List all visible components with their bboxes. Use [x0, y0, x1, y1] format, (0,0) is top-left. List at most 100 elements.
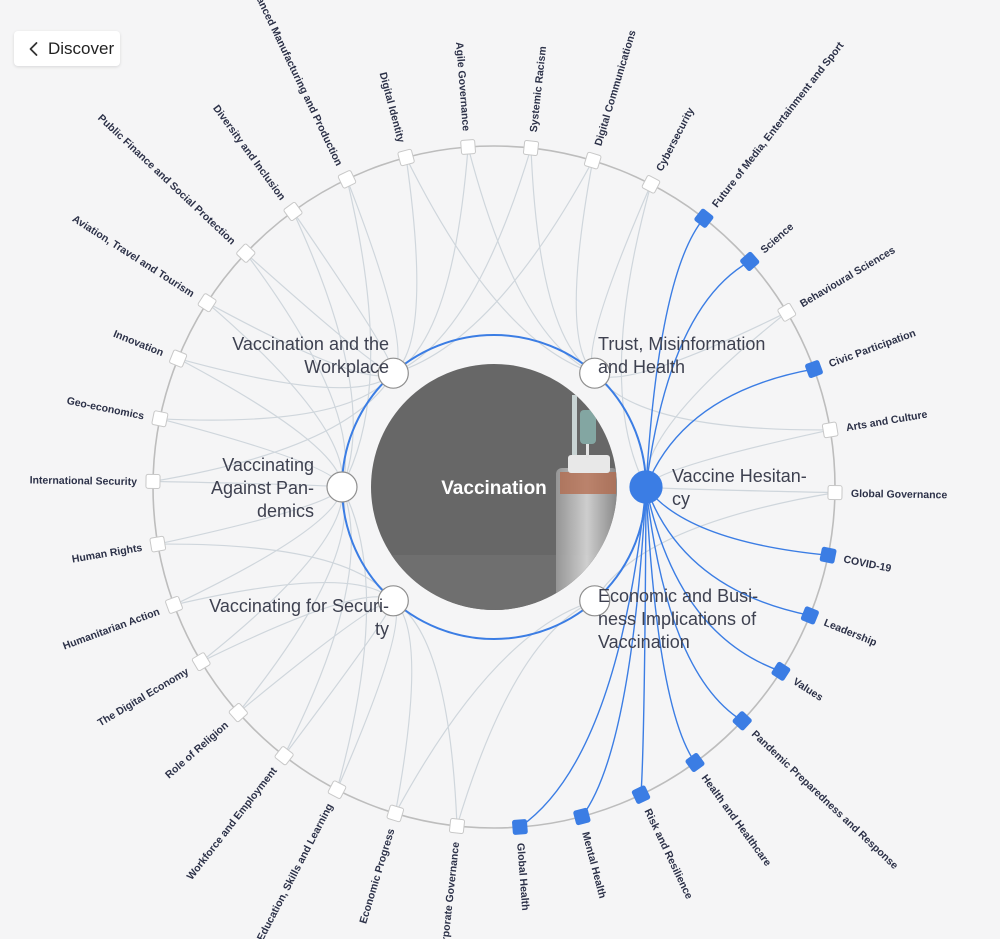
topic-marker[interactable]: [460, 139, 476, 155]
topic-label: Arts and Culture: [845, 409, 928, 435]
topic-node-leadership[interactable]: Leadership: [800, 606, 879, 649]
topic-marker[interactable]: [283, 202, 303, 222]
topic-marker[interactable]: [732, 711, 752, 731]
topic-label: Advanced Manufacturing and Production: [245, 0, 344, 168]
topic-label: International Security: [30, 474, 138, 488]
topic-link: [336, 486, 368, 790]
topic-node-mental-health[interactable]: Mental Health: [573, 807, 608, 900]
topic-marker[interactable]: [777, 302, 797, 322]
active-topic-link: [581, 486, 647, 817]
topic-node-corporate-governance[interactable]: Corporate Governance: [438, 817, 466, 939]
topic-node-the-digital-economy[interactable]: The Digital Economy: [96, 652, 211, 729]
topic-node-aviation-travel-and-tourism[interactable]: Aviation, Travel and Tourism: [70, 213, 217, 313]
topic-node-risk-and-resilience[interactable]: Risk and Resilience: [631, 785, 695, 901]
topic-marker[interactable]: [397, 148, 415, 167]
topic-link: [341, 179, 372, 488]
topic-marker[interactable]: [641, 175, 661, 194]
topic-link: [283, 486, 352, 756]
topic-marker[interactable]: [337, 170, 357, 189]
topic-node-systemic-racism[interactable]: Systemic Racism: [522, 46, 549, 157]
topic-link: [393, 147, 532, 374]
topic-label: Digital Identity: [377, 71, 407, 144]
topic-marker[interactable]: [448, 817, 466, 835]
primary-topic-marker[interactable]: [629, 470, 663, 504]
topic-marker[interactable]: [165, 595, 183, 614]
topic-node-global-health[interactable]: Global Health: [512, 819, 531, 911]
topic-node-cybersecurity[interactable]: Cybersecurity: [641, 105, 697, 194]
topic-node-health-and-healthcare[interactable]: Health and Healthcare: [685, 753, 774, 869]
topic-label: Aviation, Travel and Tourism: [70, 213, 196, 300]
topic-marker[interactable]: [821, 421, 839, 439]
topic-node-digital-communications[interactable]: Digital Communications: [583, 29, 639, 170]
topic-marker[interactable]: [583, 151, 602, 170]
primary-topic-marker[interactable]: [377, 585, 409, 617]
primary-topic-marker[interactable]: [377, 357, 409, 389]
topic-marker[interactable]: [740, 251, 760, 272]
active-topic-link: [645, 368, 815, 488]
topic-node-digital-identity[interactable]: Digital Identity: [377, 71, 415, 167]
active-topic-link: [645, 217, 705, 488]
topic-marker[interactable]: [274, 746, 294, 766]
topic-node-role-of-religion[interactable]: Role of Religion: [163, 703, 248, 781]
topic-node-future-of-media-entertainment-and-sport[interactable]: Future of Media, Entertainment and Sport: [694, 39, 847, 228]
topic-node-arts-and-culture[interactable]: Arts and Culture: [821, 409, 928, 439]
topic-node-geo-economics[interactable]: Geo-economics: [66, 395, 169, 428]
topic-marker[interactable]: [149, 535, 167, 553]
topic-node-global-governance[interactable]: Global Governance: [827, 485, 948, 501]
topic-node-agile-governance[interactable]: Agile Governance: [453, 42, 476, 155]
topic-node-innovation[interactable]: Innovation: [111, 328, 188, 368]
topic-node-behavioural-sciences[interactable]: Behavioural Sciences: [777, 244, 898, 322]
topic-node-economic-progress[interactable]: Economic Progress: [357, 804, 405, 925]
topic-marker[interactable]: [151, 410, 169, 428]
topic-node-workforce-and-employment[interactable]: Workforce and Employment: [185, 746, 294, 882]
topic-label: Human Rights: [71, 542, 143, 566]
topic-marker[interactable]: [805, 360, 823, 379]
topic-link: [245, 252, 346, 488]
topic-marker[interactable]: [800, 606, 819, 625]
topic-node-diversity-and-inclusion[interactable]: Diversity and Inclusion: [210, 103, 303, 222]
topic-node-covid-19[interactable]: COVID-19: [819, 546, 893, 575]
topic-node-human-rights[interactable]: Human Rights: [71, 535, 167, 566]
topic-marker[interactable]: [197, 293, 217, 313]
center-node[interactable]: Vaccination: [371, 364, 618, 615]
topic-marker[interactable]: [827, 485, 843, 501]
discover-back-button[interactable]: Discover: [14, 31, 120, 66]
topic-link: [456, 600, 595, 827]
primary-topic-marker[interactable]: [326, 471, 358, 503]
topic-marker[interactable]: [771, 661, 791, 681]
topic-marker[interactable]: [236, 243, 256, 263]
topic-node-civic-participation[interactable]: Civic Participation: [805, 327, 917, 379]
topic-marker[interactable]: [169, 349, 188, 368]
topic-marker[interactable]: [327, 780, 347, 799]
topic-marker[interactable]: [512, 819, 528, 835]
topic-marker[interactable]: [145, 473, 161, 489]
topic-marker[interactable]: [819, 546, 837, 564]
topic-node-international-security[interactable]: International Security: [30, 473, 161, 489]
primary-topic-vaccine-hesitancy[interactable]: Vaccine Hesitan-cyVaccine Hesitancy: [629, 466, 807, 509]
topic-link: [530, 147, 596, 374]
primary-topic-marker[interactable]: [579, 585, 611, 617]
topic-link: [594, 492, 836, 602]
topic-node-science[interactable]: Science: [740, 221, 796, 271]
topic-marker[interactable]: [573, 807, 591, 826]
topic-label: Health and Healthcare: [699, 772, 774, 868]
topic-marker[interactable]: [522, 139, 540, 157]
topic-marker[interactable]: [694, 208, 714, 228]
topic-node-values[interactable]: Values: [771, 661, 825, 704]
topic-marker[interactable]: [631, 785, 651, 804]
topic-marker[interactable]: [685, 753, 705, 773]
topic-marker[interactable]: [386, 804, 405, 823]
topic-marker[interactable]: [228, 703, 248, 723]
topic-marker[interactable]: [191, 652, 211, 672]
topic-node-education-skills-and-learning[interactable]: Education, Skills and Learning: [255, 780, 347, 939]
topic-link: [394, 600, 595, 814]
topic-node-humanitarian-action[interactable]: Humanitarian Action: [61, 595, 183, 652]
primary-topic-marker[interactable]: [579, 357, 611, 389]
topic-label: Global Health: [514, 843, 531, 911]
